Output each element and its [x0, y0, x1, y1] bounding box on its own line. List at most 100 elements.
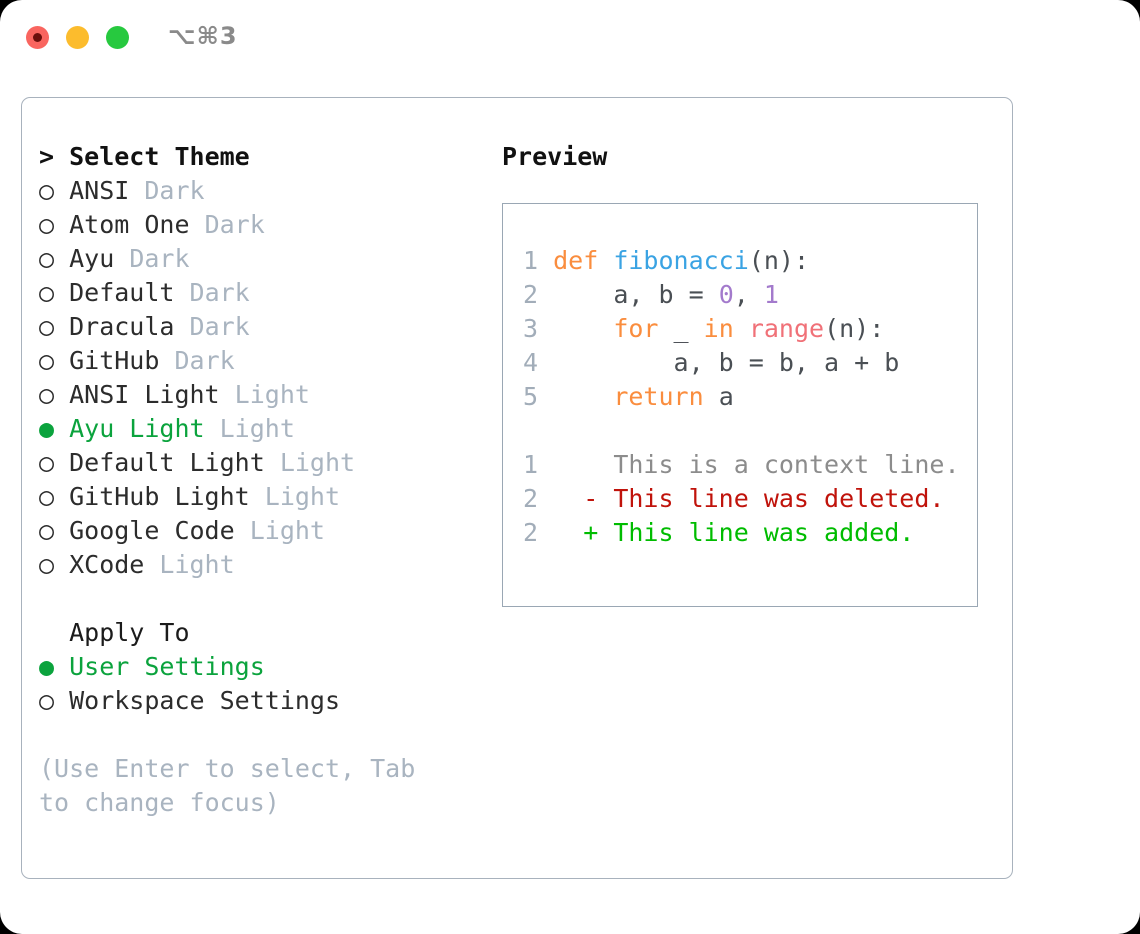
- right-column: Preview 1 def fibonacci(n):2 a, b = 0, 1…: [502, 140, 1002, 607]
- theme-option-label: Ayu Light: [54, 414, 220, 443]
- code-token: [553, 314, 613, 343]
- apply-to-list[interactable]: ● User Settings○ Workspace Settings: [39, 650, 499, 718]
- apply-to-option-label: Workspace Settings: [54, 686, 341, 715]
- diff-line: 2 - This line was deleted.: [523, 482, 960, 516]
- theme-option-0[interactable]: ○ ANSI Dark: [39, 174, 499, 208]
- radio-unselected-icon: ○: [39, 278, 55, 307]
- code-token: in: [703, 314, 734, 343]
- code-diff-separator: [523, 414, 960, 448]
- diff-text: This line was deleted.: [598, 484, 945, 513]
- code-line-number: 2: [523, 280, 554, 309]
- theme-option-3[interactable]: ○ Default Dark: [39, 276, 499, 310]
- code-line: 1 def fibonacci(n):: [523, 244, 960, 278]
- radio-selected-icon: ●: [39, 414, 55, 443]
- code-token: (n):: [824, 314, 885, 343]
- preview-title: Preview: [502, 142, 608, 171]
- theme-option-label: GitHub: [54, 346, 175, 375]
- theme-option-label: Dracula: [54, 312, 190, 341]
- code-token: fibonacci: [613, 246, 749, 275]
- diff-text: This line was added.: [598, 518, 915, 547]
- apply-to-header: Apply To: [39, 618, 190, 647]
- diff-line: 1 This is a context line.: [523, 448, 960, 482]
- theme-variant-tag: Light: [279, 448, 356, 477]
- radio-unselected-icon: ○: [39, 482, 55, 511]
- left-column: > Select Theme ○ ANSI Dark○ Atom One Dar…: [39, 140, 499, 820]
- code-line: 3 for _ in range(n):: [523, 312, 960, 346]
- theme-option-10[interactable]: ○ Google Code Light: [39, 514, 499, 548]
- theme-variant-tag: Light: [264, 482, 341, 511]
- theme-option-label: Atom One: [54, 210, 205, 239]
- minimize-button[interactable]: [66, 26, 89, 49]
- theme-variant-tag: Light: [249, 516, 325, 545]
- code-token: for: [613, 314, 659, 343]
- code-line: 4 a, b = b, a + b: [523, 346, 960, 380]
- radio-unselected-icon: ○: [39, 312, 55, 341]
- theme-variant-tag: Light: [159, 550, 235, 579]
- code-token: [734, 314, 749, 343]
- code-token: _: [658, 314, 704, 343]
- keyboard-hint: (Use Enter to select, Tab to change focu…: [39, 754, 431, 817]
- radio-unselected-icon: ○: [39, 176, 55, 205]
- close-button[interactable]: [26, 26, 49, 49]
- code-token: return: [613, 382, 704, 411]
- code-token: a: [703, 382, 734, 411]
- code-line-number: 1: [523, 246, 554, 275]
- radio-unselected-icon: ○: [39, 244, 55, 273]
- radio-unselected-icon: ○: [39, 550, 55, 579]
- radio-unselected-icon: ○: [39, 380, 55, 409]
- code-token: range: [748, 314, 825, 343]
- keyboard-shortcut-label: ⌥⌘3: [168, 22, 238, 50]
- theme-variant-tag: Dark: [204, 210, 265, 239]
- theme-option-label: Default: [54, 278, 190, 307]
- code-line-number: 2: [523, 484, 554, 513]
- theme-option-label: GitHub Light: [54, 482, 265, 511]
- apply-to-option-0[interactable]: ● User Settings: [39, 650, 499, 684]
- theme-option-2[interactable]: ○ Ayu Dark: [39, 242, 499, 276]
- theme-option-5[interactable]: ○ GitHub Dark: [39, 344, 499, 378]
- theme-variant-tag: Light: [219, 414, 295, 443]
- code-line: 2 a, b = 0, 1: [523, 278, 960, 312]
- theme-option-7[interactable]: ● Ayu Light Light: [39, 412, 499, 446]
- apply-to-option-1[interactable]: ○ Workspace Settings: [39, 684, 499, 718]
- code-line-number: 5: [523, 382, 554, 411]
- code-line: 5 return a: [523, 380, 960, 414]
- theme-option-label: Google Code: [54, 516, 250, 545]
- theme-option-label: ANSI: [54, 176, 145, 205]
- code-token: a, b =: [553, 280, 719, 309]
- theme-option-label: Default Light: [54, 448, 280, 477]
- code-token: ,: [733, 280, 764, 309]
- theme-option-8[interactable]: ○ Default Light Light: [39, 446, 499, 480]
- theme-list[interactable]: ○ ANSI Dark○ Atom One Dark○ Ayu Dark○ De…: [39, 174, 499, 582]
- maximize-button[interactable]: [106, 26, 129, 49]
- diff-sign: +: [553, 518, 599, 547]
- theme-option-4[interactable]: ○ Dracula Dark: [39, 310, 499, 344]
- theme-option-11[interactable]: ○ XCode Light: [39, 548, 499, 582]
- theme-option-9[interactable]: ○ GitHub Light Light: [39, 480, 499, 514]
- radio-unselected-icon: ○: [39, 210, 55, 239]
- diff-line: 2 + This line was added.: [523, 516, 960, 550]
- code-line-number: 1: [523, 450, 554, 479]
- code-line-number: 2: [523, 518, 554, 547]
- diff-sign: [553, 450, 598, 479]
- code-token: 1: [763, 280, 779, 309]
- code-token: 0: [718, 280, 734, 309]
- code-token: [553, 382, 613, 411]
- code-line-number: 4: [523, 348, 554, 377]
- select-theme-header: > Select Theme: [39, 142, 250, 171]
- code-token: a, b = b, a + b: [553, 348, 900, 377]
- hint-spacer: [39, 718, 499, 752]
- theme-variant-tag: Dark: [144, 176, 205, 205]
- theme-variant-tag: Dark: [189, 278, 250, 307]
- radio-unselected-icon: ○: [39, 516, 55, 545]
- theme-selector-panel: > Select Theme ○ ANSI Dark○ Atom One Dar…: [21, 97, 1013, 879]
- theme-option-label: Ayu: [54, 244, 130, 273]
- title-bar: ⌥⌘3: [0, 0, 1140, 76]
- theme-option-1[interactable]: ○ Atom One Dark: [39, 208, 499, 242]
- theme-variant-tag: Light: [234, 380, 310, 409]
- radio-selected-icon: ●: [39, 652, 55, 681]
- theme-option-6[interactable]: ○ ANSI Light Light: [39, 378, 499, 412]
- theme-variant-tag: Dark: [129, 244, 190, 273]
- theme-option-label: XCode: [54, 550, 160, 579]
